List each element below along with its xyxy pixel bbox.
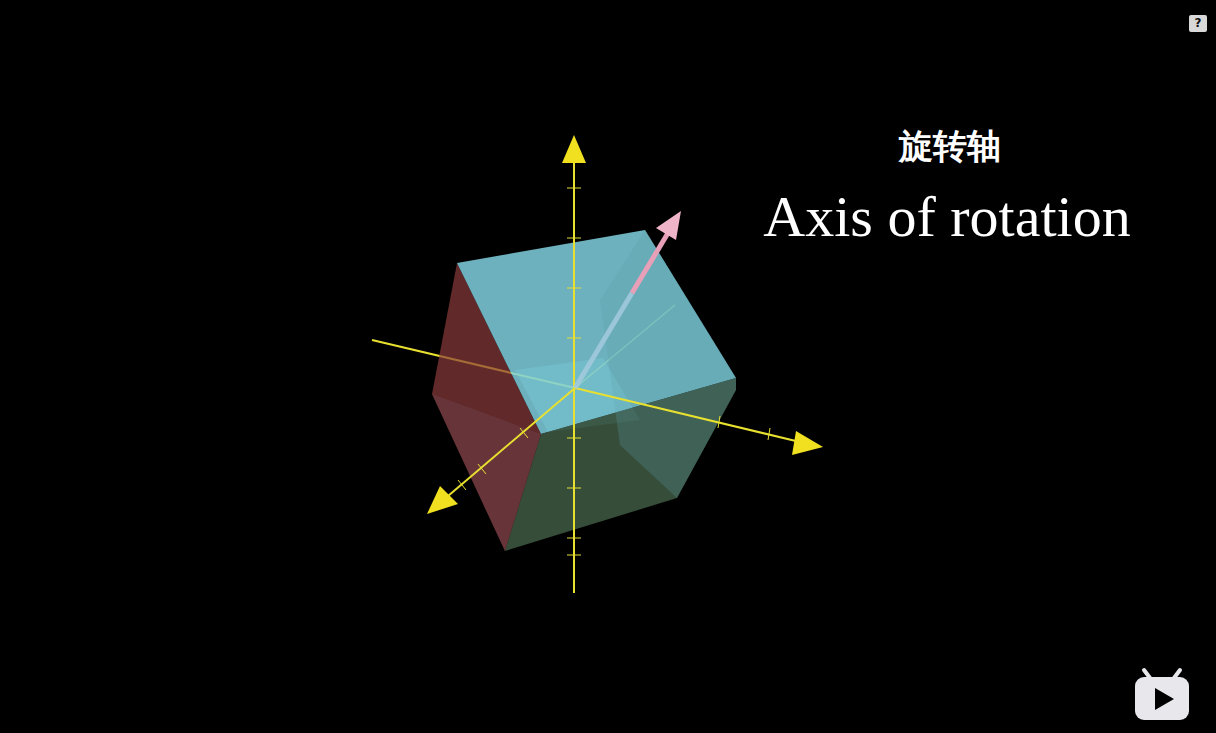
x-axis-head	[792, 431, 823, 455]
z-axis	[573, 160, 575, 593]
y-axis	[448, 388, 575, 496]
chinese-caption: 旋转轴	[899, 124, 1001, 170]
rotation-axis-lower	[575, 293, 632, 388]
help-badge	[1189, 15, 1207, 32]
rotation-axis	[632, 233, 668, 293]
logo-play	[1155, 688, 1174, 710]
help-icon: ?	[1195, 16, 1202, 30]
rotation-axis-head	[656, 211, 681, 240]
logo-antenna	[1174, 670, 1180, 678]
x-axis	[575, 388, 800, 442]
y-axis-head	[427, 486, 458, 514]
logo-antenna	[1144, 670, 1150, 678]
cube-right-face	[600, 230, 736, 498]
english-caption: Axis of rotation	[763, 183, 1130, 250]
z-axis-head	[562, 135, 586, 163]
bilibili-logo	[1135, 677, 1189, 720]
axis-ticks	[458, 188, 770, 555]
cube-lower-left-face	[432, 394, 541, 551]
